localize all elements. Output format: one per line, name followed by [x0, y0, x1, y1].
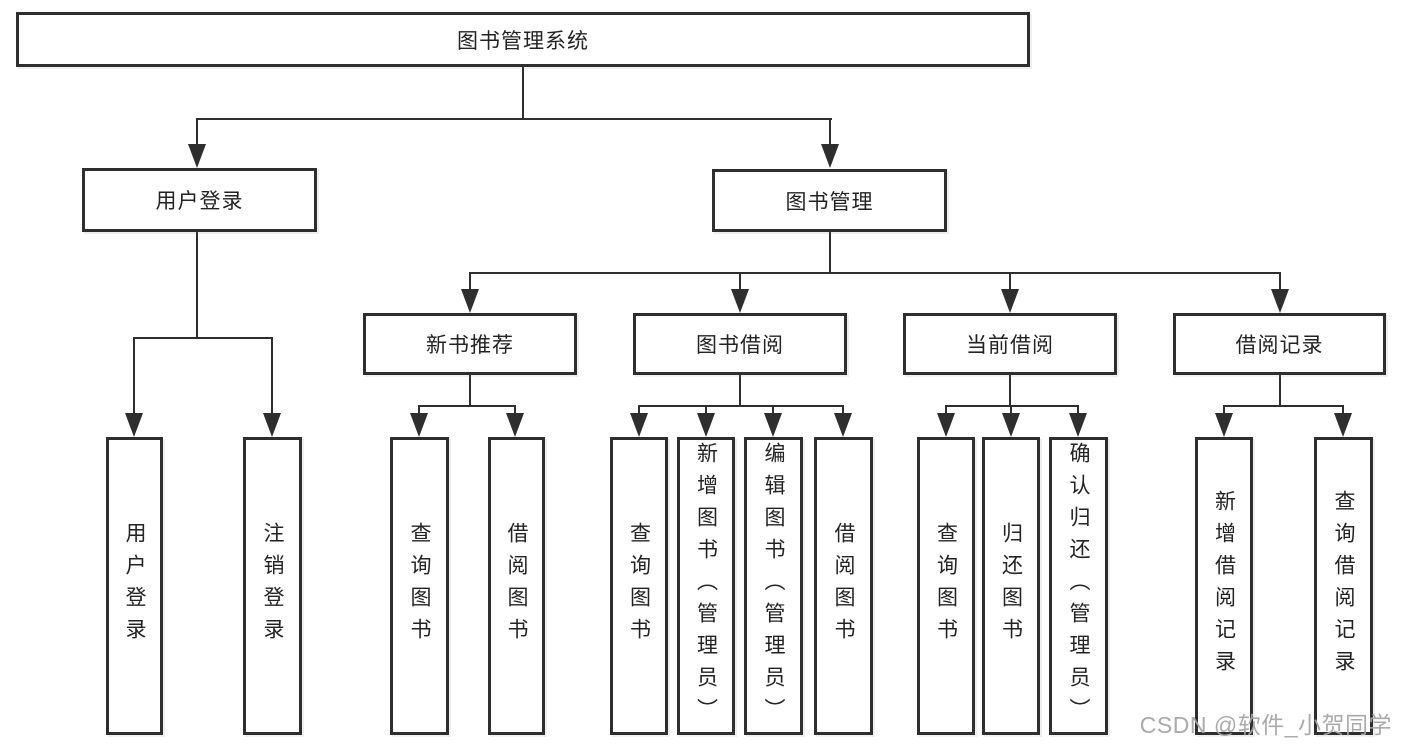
connector-bb-add-drop — [705, 405, 707, 415]
node-current-borrow: 当前借阅 — [903, 313, 1117, 375]
connector-bb-query-drop — [638, 405, 640, 415]
arrowhead-br-add — [1215, 413, 1233, 437]
leaf-bb-edit-books: 编辑图书（管理员） — [744, 437, 803, 735]
node-user-login-branch: 用户登录 — [82, 168, 317, 232]
connector-level2-horizontal — [196, 118, 832, 120]
leaf-bb-edit-books-label: 编辑图书（管理员） — [762, 442, 785, 730]
connector-level3-horizontal — [470, 272, 1280, 274]
leaf-logout-label: 注销登录 — [261, 522, 284, 650]
leaf-bb-add-books: 新增图书（管理员） — [677, 437, 735, 735]
leaf-br-query-record-label: 查询借阅记录 — [1332, 490, 1355, 682]
leaf-bb-borrow-books-label: 借阅图书 — [832, 522, 855, 650]
leaf-nb-query-books: 查询图书 — [390, 437, 449, 735]
connector-br-query-drop — [1342, 405, 1344, 415]
connector-current-drop — [1009, 272, 1011, 291]
connector-user-login-stem — [196, 232, 198, 338]
leaf-cb-confirm-return: 确认归还（管理员） — [1049, 437, 1108, 735]
node-new-book-rec: 新书推荐 — [363, 313, 577, 375]
connector-records-drop — [1279, 272, 1281, 291]
arrowhead-leaf-logout — [263, 413, 281, 437]
csdn-watermark: CSDN @软件_小贺同学 — [1139, 712, 1392, 738]
connector-current-stem — [1009, 375, 1011, 406]
connector-bb-edit-drop — [772, 405, 774, 415]
connector-book-borrow-drop — [739, 272, 741, 291]
connector-new-book-stem — [469, 375, 471, 406]
connector-br-add-drop — [1223, 405, 1225, 415]
leaf-cb-return-books-label: 归还图书 — [999, 522, 1023, 650]
connector-records-horizontal — [1223, 405, 1344, 407]
connector-leaf-login-drop — [133, 337, 135, 414]
connector-new-book-horizontal — [418, 405, 516, 407]
leaf-br-query-record: 查询借阅记录 — [1314, 437, 1373, 735]
connector-root-stem — [522, 67, 524, 119]
leaf-nb-query-books-label: 查询图书 — [408, 522, 431, 650]
connector-user-login-drop — [196, 118, 198, 146]
arrowhead-bb-add — [697, 413, 715, 437]
node-user-login-branch-label: 用户登录 — [155, 190, 244, 213]
leaf-bb-add-books-label: 新增图书（管理员） — [694, 442, 718, 730]
leaf-user-login-label: 用户登录 — [123, 522, 146, 650]
arrowhead-leaf-login — [125, 413, 143, 437]
arrowhead-br-query — [1334, 413, 1352, 437]
connector-records-stem — [1279, 375, 1281, 406]
node-root: 图书管理系统 — [16, 12, 1030, 67]
arrowhead-cb-confirm — [1069, 413, 1087, 437]
connector-cb-query-drop — [945, 405, 947, 415]
leaf-cb-query-books-label: 查询图书 — [934, 522, 958, 650]
connector-book-borrow-stem — [739, 375, 741, 406]
node-root-label: 图书管理系统 — [457, 29, 589, 53]
connector-cb-return-drop — [1010, 405, 1012, 415]
node-borrow-records: 借阅记录 — [1173, 313, 1386, 375]
leaf-br-add-record-label: 新增借阅记录 — [1212, 490, 1236, 682]
arrowhead-nb-query — [410, 413, 428, 437]
arrowhead-cb-return — [1002, 413, 1020, 437]
leaf-nb-borrow-books-label: 借阅图书 — [505, 522, 528, 650]
connector-book-mgmt-drop — [829, 118, 831, 146]
leaf-cb-confirm-return-label: 确认归还（管理员） — [1067, 442, 1090, 730]
connector-leaf-logout-drop — [271, 337, 273, 414]
leaf-bb-query-books: 查询图书 — [610, 437, 668, 735]
node-new-book-rec-label: 新书推荐 — [426, 334, 514, 357]
arrowhead-user-login — [188, 144, 206, 168]
arrowhead-book-borrow — [731, 289, 749, 313]
arrowhead-bb-edit — [764, 413, 782, 437]
node-borrow-records-label: 借阅记录 — [1235, 334, 1324, 357]
node-book-mgmt-branch-label: 图书管理 — [785, 190, 874, 214]
connector-cb-confirm-drop — [1077, 405, 1079, 415]
leaf-cb-return-books: 归还图书 — [982, 437, 1040, 735]
arrowhead-current — [1001, 289, 1019, 313]
leaf-bb-borrow-books: 借阅图书 — [814, 437, 873, 735]
connector-book-mgmt-stem — [829, 232, 831, 273]
leaf-bb-query-books-label: 查询图书 — [627, 522, 651, 650]
arrowhead-nb-borrow — [506, 413, 524, 437]
node-book-mgmt-branch: 图书管理 — [712, 169, 947, 232]
leaf-logout: 注销登录 — [243, 437, 302, 735]
connector-nb-query-drop — [418, 405, 420, 415]
leaf-nb-borrow-books: 借阅图书 — [488, 437, 545, 735]
connector-book-borrow-horizontal — [638, 405, 844, 407]
arrowhead-bb-borrow — [834, 413, 852, 437]
arrowhead-bb-query — [630, 413, 648, 437]
connector-user-login-horizontal — [133, 337, 273, 339]
leaf-user-login: 用户登录 — [106, 437, 163, 735]
connector-new-book-drop — [469, 272, 471, 291]
leaf-br-add-record: 新增借阅记录 — [1195, 437, 1253, 735]
connector-nb-borrow-drop — [514, 405, 516, 415]
arrowhead-new-book — [461, 289, 479, 313]
node-book-borrow-label: 图书借阅 — [696, 334, 784, 357]
arrowhead-records — [1271, 289, 1289, 313]
node-book-borrow: 图书借阅 — [633, 313, 847, 375]
connector-current-horizontal — [945, 405, 1079, 407]
arrowhead-book-mgmt — [821, 144, 839, 168]
node-current-borrow-label: 当前借阅 — [966, 334, 1054, 357]
arrowhead-cb-query — [937, 413, 955, 437]
leaf-cb-query-books: 查询图书 — [917, 437, 975, 735]
connector-bb-borrow-drop — [842, 405, 844, 415]
